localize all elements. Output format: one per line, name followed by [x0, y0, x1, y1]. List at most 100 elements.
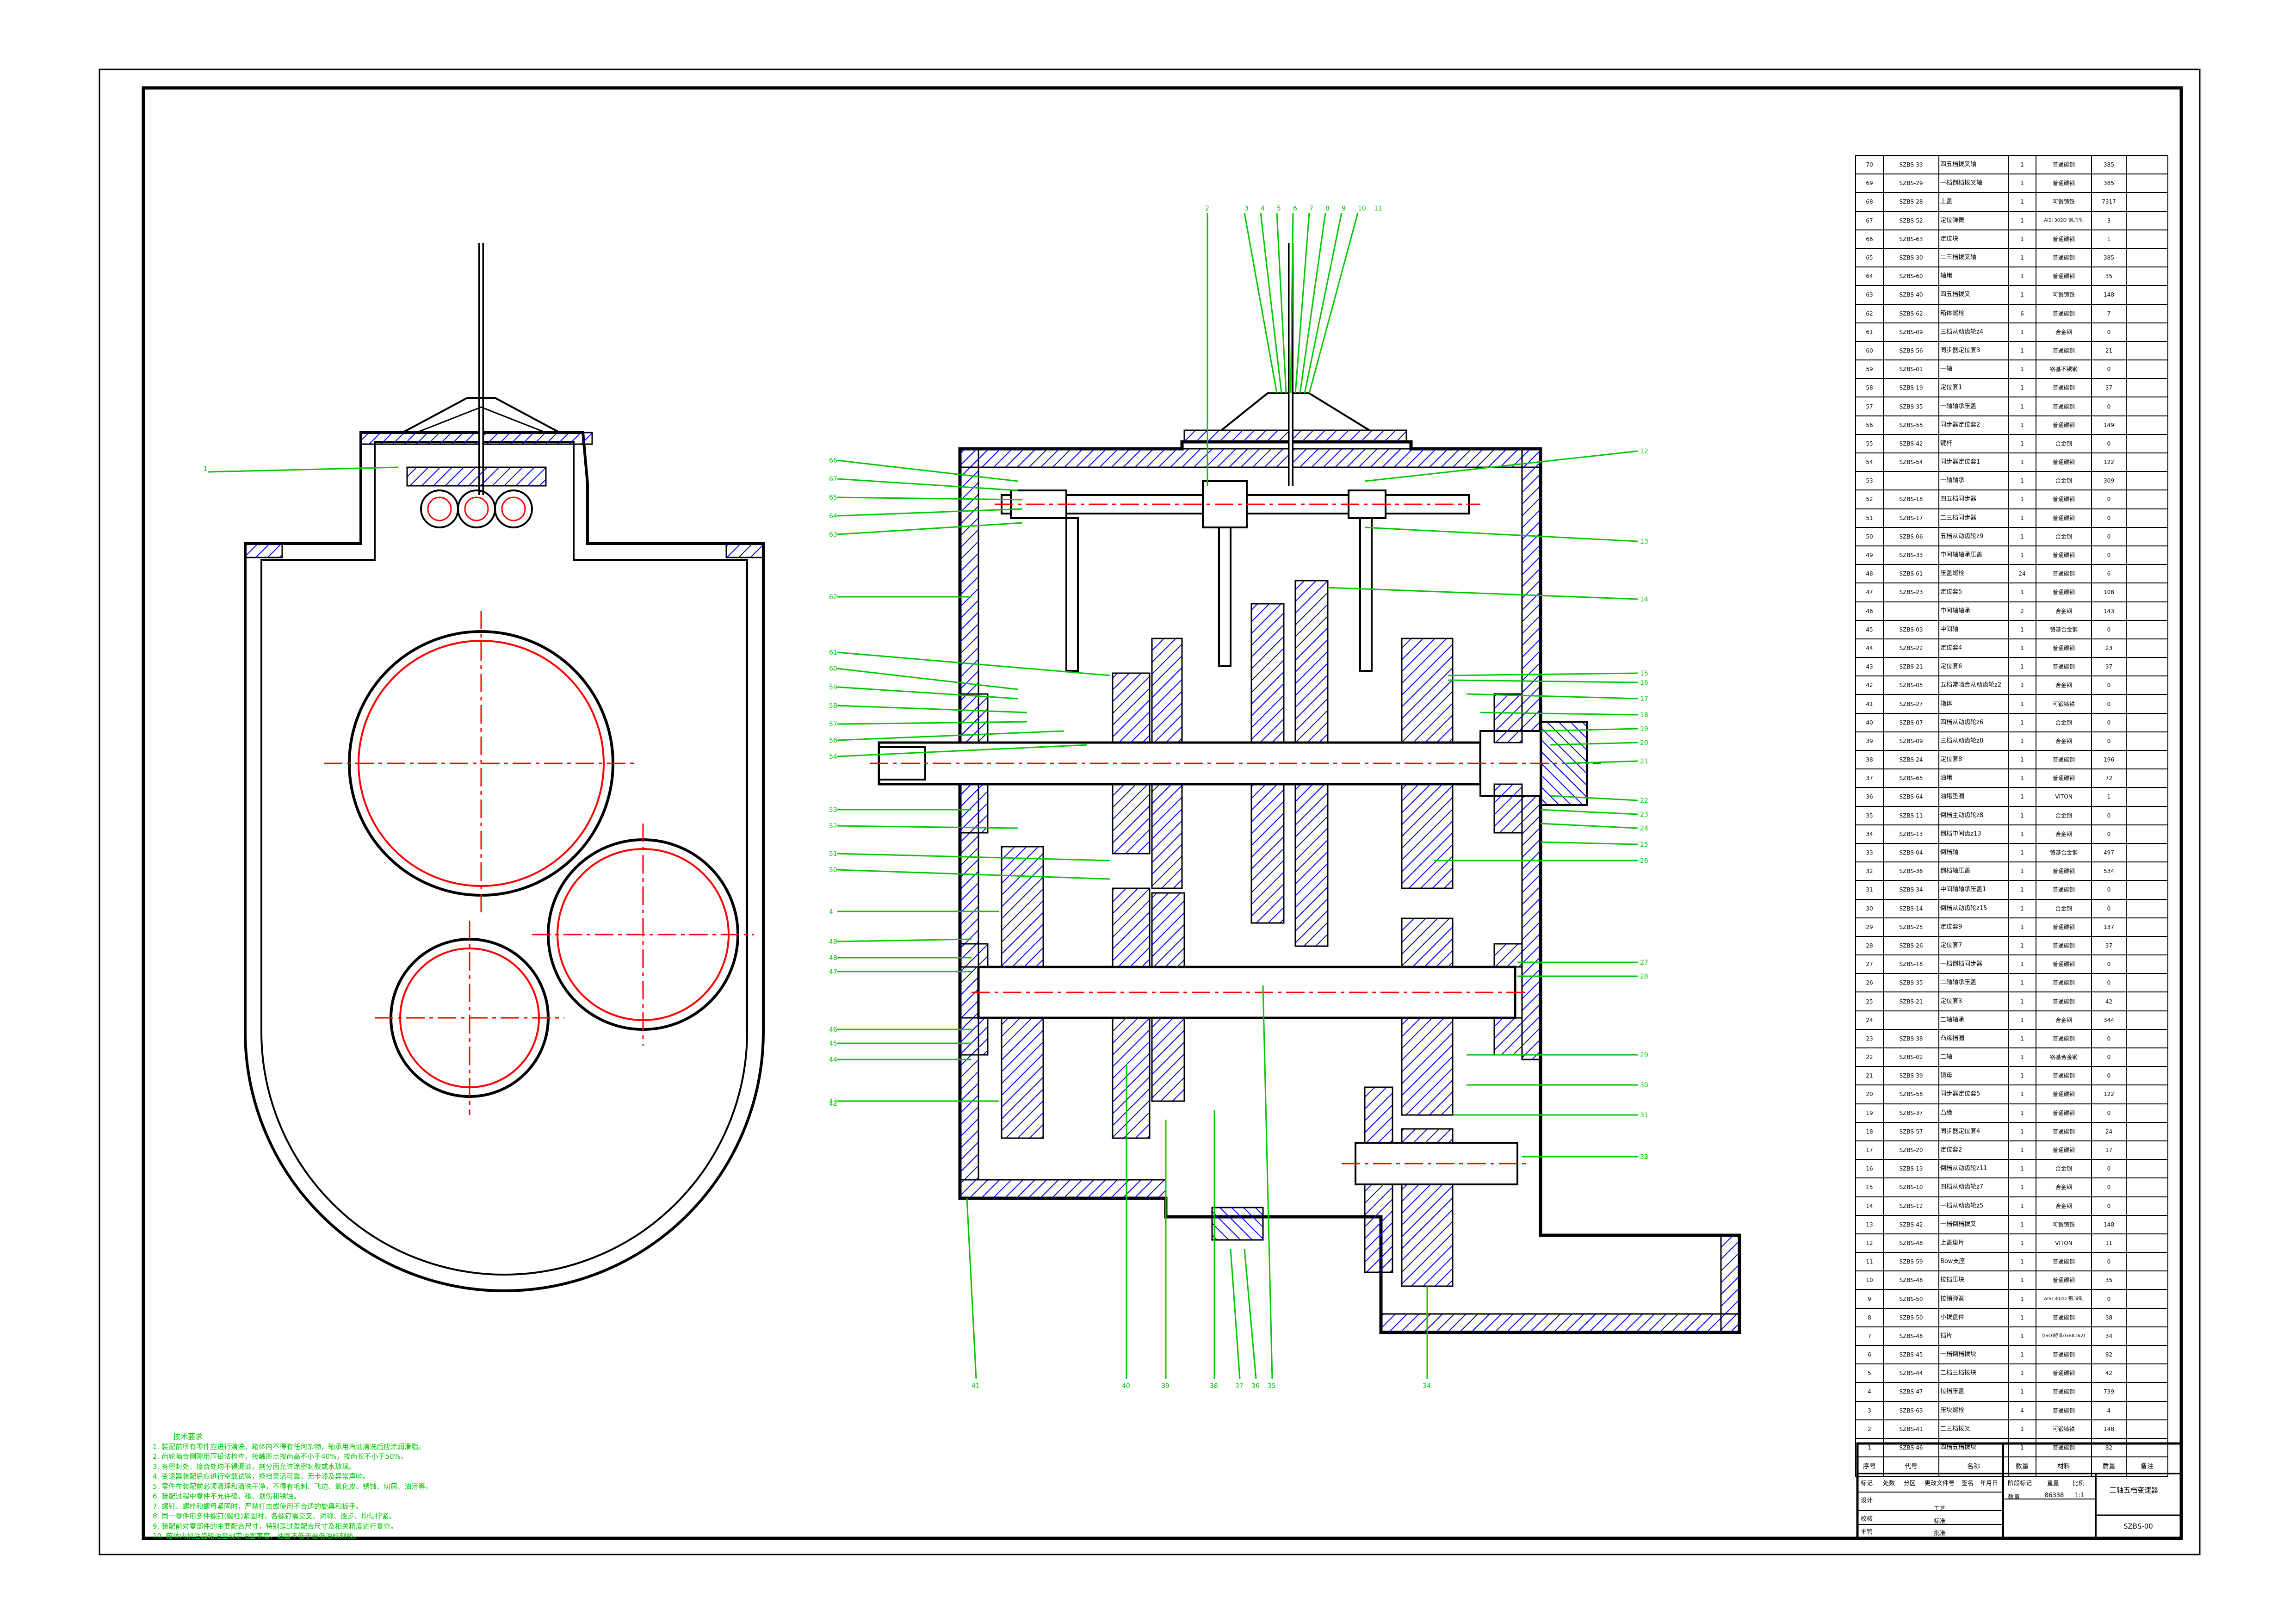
bom-cell: 2: [1855, 1419, 1884, 1439]
bom-cell: SZBS-03: [1883, 619, 1939, 639]
bom-cell: 合金钢: [2036, 675, 2092, 695]
bom-cell: 49: [1855, 545, 1884, 565]
bom-cell: 196: [2091, 750, 2127, 770]
bom-cell: 普通碳钢: [2036, 545, 2092, 565]
left-housing-outline: [244, 431, 765, 1292]
bom-cell: [2126, 1363, 2168, 1383]
balloon-label: 23: [1640, 811, 1648, 818]
bom-cell: 29: [1855, 917, 1884, 937]
bom-cell: 0: [2091, 1066, 2127, 1086]
bom-cell: [2126, 285, 2168, 305]
bom-cell: [2126, 1382, 2168, 1402]
note-7: 7. 螺钉、螺栓和螺母紧固时，严禁打击或使用不合适的旋具和扳手。: [153, 1502, 363, 1511]
bom-cell: SZBS-14: [1883, 898, 1939, 918]
bom-cell: SZBS-11: [1883, 805, 1939, 825]
bom-cell: [2126, 917, 2168, 937]
balloon-label: 35: [1268, 1382, 1276, 1390]
balloon-label: 20: [1640, 739, 1648, 747]
note-4: 4. 变速器装配后应进行空载试验，换挡灵活可靠，无卡滞及异常声响。: [153, 1472, 370, 1481]
balloon-label: 12: [1640, 448, 1648, 455]
bom-cell: 普通碳钢: [2036, 1066, 2092, 1086]
bom-cell: 12: [1855, 1233, 1884, 1253]
bom-cell: SZBS-21: [1883, 991, 1939, 1011]
bom-cell: 1: [2008, 1252, 2036, 1272]
bom-header-row: 序号 代号 名称 数量 材料 质量 备注: [1855, 1456, 2168, 1477]
notes-title: 技术要求: [173, 1432, 203, 1441]
balloon-label: 6: [1293, 205, 1297, 212]
bom-cell: SZBS-22: [1883, 638, 1939, 658]
gear-counter-5b: [1401, 1017, 1454, 1116]
bom-cell: SZBS-48: [1883, 1326, 1939, 1346]
balloon-label: 67: [829, 476, 837, 483]
bom-cell: 四五档拨叉轴: [1938, 155, 2009, 175]
bom-cell: SZBS-30: [1883, 248, 1939, 268]
bom-cell: 1: [2008, 750, 2036, 770]
bom-cell: 0: [2091, 805, 2127, 825]
note-2: 2. 齿轮啮合侧隙用压铅法检查，接触斑点按齿高不小于40%，按齿长不小于50%。: [153, 1452, 408, 1461]
bearing-cs-4: [1493, 1017, 1523, 1056]
bom-cell: SZBS-20: [1883, 1140, 1939, 1160]
bom-cell: 0: [2091, 1252, 2127, 1272]
bom-cell: 1: [2008, 954, 2036, 974]
bom-cell: [2126, 1028, 2168, 1049]
gear-main-2b: [1151, 783, 1183, 889]
leader-right-col: [1327, 450, 1638, 1158]
bom-cell: 普通碳钢: [2036, 1400, 2092, 1420]
balloon-label: 42: [829, 1100, 837, 1108]
balloon-label: 41: [972, 1382, 980, 1390]
tb-approve: 批准: [1934, 1530, 1946, 1537]
bom-cell: 47: [1855, 582, 1884, 602]
bom-cell: 铬基合金钢: [2036, 619, 2092, 639]
fork-rod-1: [1065, 517, 1079, 672]
bom-cell: 普通碳钢: [2036, 248, 2092, 268]
bom-cell: 定位套3: [1938, 991, 2009, 1011]
note-3: 3. 各密封处、接合处均不得漏油，剖分面允许涂密封胶或水玻璃。: [153, 1462, 356, 1471]
rail-2: [457, 489, 496, 528]
bom-cell: 普通碳钢: [2036, 1121, 2092, 1141]
bom-cell: 倒档从动齿轮z15: [1938, 898, 2009, 918]
bom-cell: 拉挡压块: [1938, 1270, 2009, 1290]
leader-bottom: [966, 985, 1428, 1379]
bom-cell: 普通碳钢: [2036, 880, 2092, 900]
bom-cell: [2126, 935, 2168, 956]
bom-cell: SZBS-40: [1883, 285, 1939, 305]
gear-main-5b: [1401, 783, 1454, 889]
balloon-label: 64: [829, 513, 837, 520]
bom-cell: SZBS-60: [1883, 266, 1939, 286]
bom-cell: 36: [1855, 787, 1884, 807]
bearing-cs-1: [959, 943, 989, 968]
bom-cell: 1: [2008, 582, 2036, 602]
balloon-label: 30: [1640, 1082, 1648, 1089]
bom-cell: [2126, 192, 2168, 212]
bom-cell: [2126, 1233, 2168, 1253]
bom-cell: 66: [1855, 229, 1884, 249]
left-housing-inner: [260, 441, 748, 1276]
balloon-label: 39: [1161, 1382, 1170, 1390]
bom-cell: 1: [2008, 1382, 2036, 1402]
note-1: 1. 装配前所有零件应进行清洗，箱体内不得有任何杂物，轴承用汽油清洗后应涂润滑脂…: [153, 1442, 426, 1451]
bom-cell: 1: [2008, 731, 2036, 751]
bom-cell: 0: [2091, 712, 2127, 732]
bom-cell: 1: [2008, 1214, 2036, 1234]
bom-cell: 普通碳钢: [2036, 1028, 2092, 1049]
balloon-label: 58: [829, 702, 837, 710]
bom-cell: SZBS-34: [1883, 880, 1939, 900]
bom-cell: 0: [2091, 527, 2127, 546]
bom-cell: 1: [2008, 694, 2036, 714]
bom-cell: 58: [1855, 378, 1884, 398]
bom-cell: 37: [2091, 935, 2127, 956]
bom-cell: 1: [2008, 1419, 2036, 1439]
bom-cell: SZBS-61: [1883, 564, 1939, 584]
